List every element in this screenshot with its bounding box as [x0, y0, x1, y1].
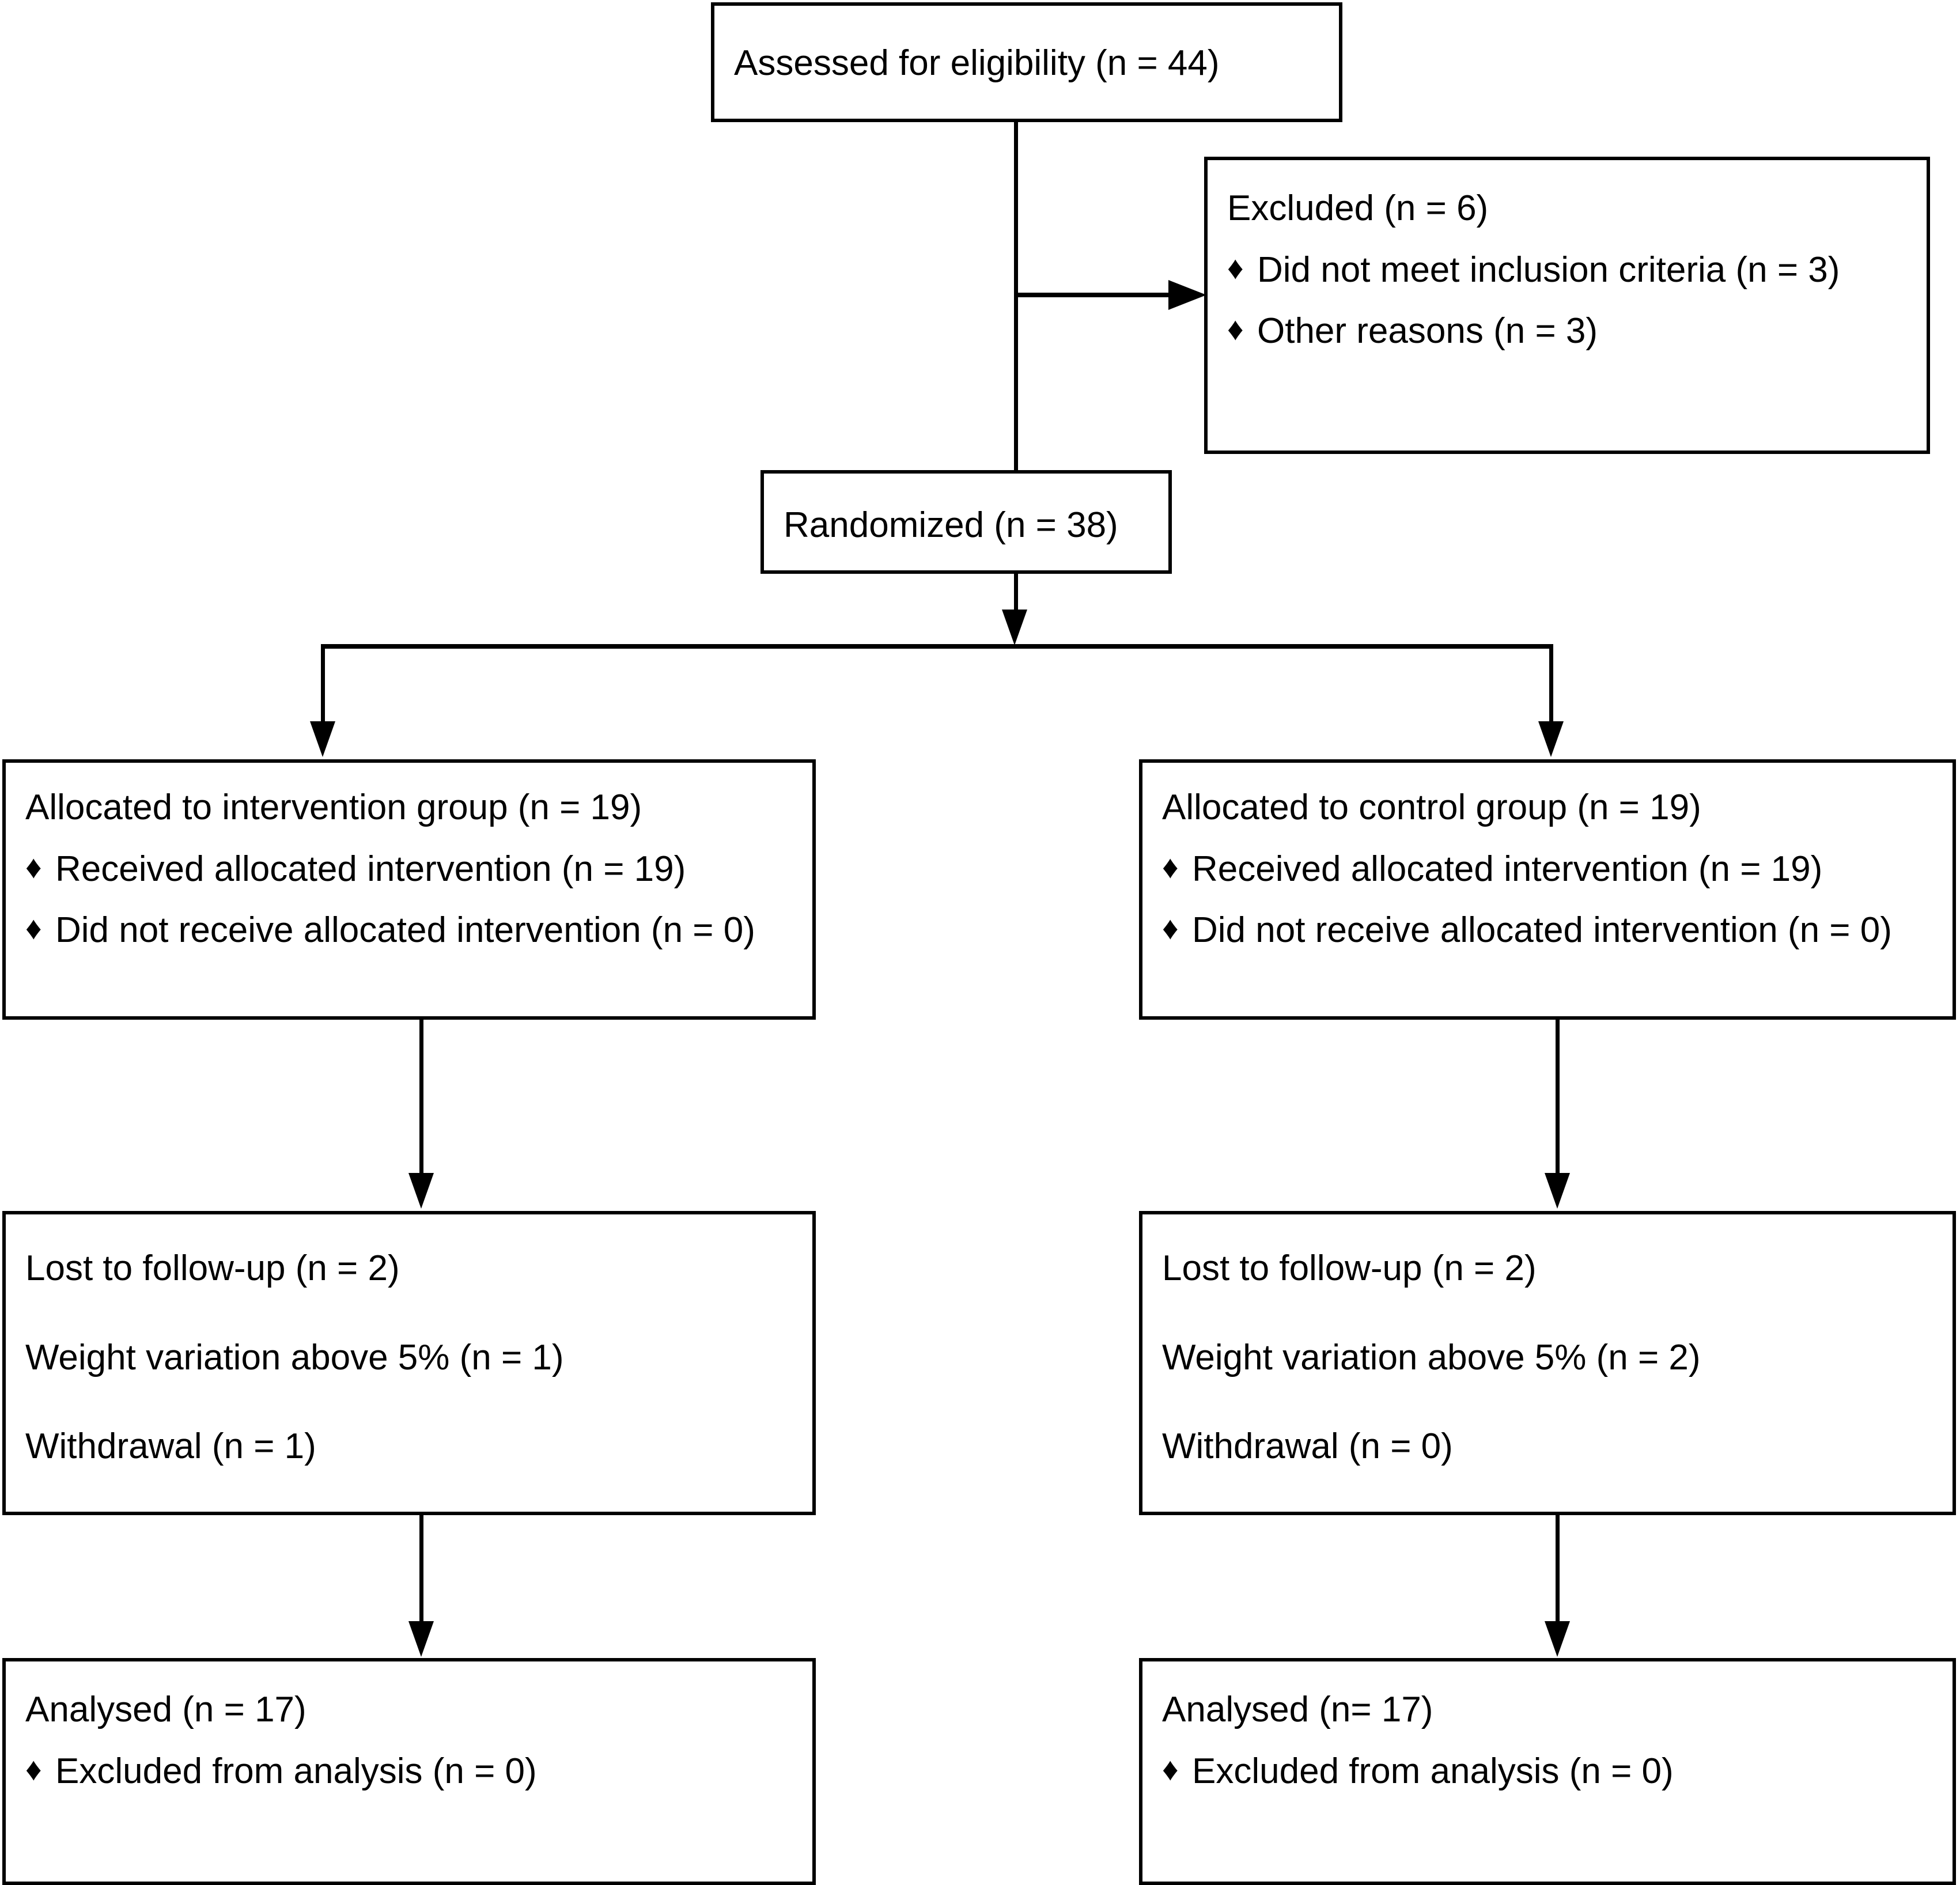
box-randomized: Randomized (n = 38)	[760, 470, 1172, 574]
connector-randomized-to-split	[1014, 574, 1018, 614]
bullet-diamond-icon: ♦	[25, 910, 42, 947]
connector-split-to-control	[1549, 644, 1553, 725]
followup-control-line: Lost to follow-up (n = 2)	[1162, 1248, 1537, 1288]
arrow-to-excluded-icon	[1168, 280, 1206, 310]
bullet-diamond-icon: ♦	[1162, 848, 1179, 885]
box-analysed-control: Analysed (n= 17) ♦ Excluded from analysi…	[1139, 1658, 1956, 1885]
analysis-control-item: ♦ Excluded from analysis (n = 0)	[1162, 1748, 1933, 1795]
assessed-label: Assessed for eligibility (n = 44)	[734, 43, 1220, 83]
bullet-diamond-icon: ♦	[25, 848, 42, 885]
followup-intervention-line: Withdrawal (n = 1)	[25, 1426, 316, 1467]
allocation-intervention-heading: Allocated to intervention group (n = 19)	[25, 788, 642, 827]
allocation-intervention-item-label: Did not receive allocated intervention (…	[55, 910, 755, 951]
bullet-diamond-icon: ♦	[1227, 249, 1244, 286]
allocation-intervention-item-label: Received allocated intervention (n = 19)	[55, 849, 686, 889]
followup-control-line: Withdrawal (n = 0)	[1162, 1426, 1453, 1467]
arrow-intervention-analysis-icon	[408, 1621, 434, 1657]
allocation-control-item: ♦ Did not receive allocated intervention…	[1162, 907, 1933, 954]
analysis-intervention-item: ♦ Excluded from analysis (n = 0)	[25, 1748, 793, 1795]
box-assessed-for-eligibility: Assessed for eligibility (n = 44)	[711, 2, 1342, 122]
box-followup-control: Lost to follow-up (n = 2) Weight variati…	[1139, 1211, 1956, 1515]
connector-control-followup-to-analysis	[1556, 1515, 1560, 1625]
box-followup-intervention: Lost to follow-up (n = 2) Weight variati…	[2, 1211, 816, 1515]
arrow-control-analysis-icon	[1545, 1621, 1570, 1657]
followup-intervention-line: Lost to follow-up (n = 2)	[25, 1248, 400, 1288]
connector-split-to-intervention	[321, 644, 325, 725]
allocation-intervention-item: ♦ Received allocated intervention (n = 1…	[25, 846, 793, 893]
randomized-label: Randomized (n = 38)	[784, 505, 1118, 545]
excluded-item: ♦ Did not meet inclusion criteria (n = 3…	[1227, 247, 1907, 294]
allocation-control-heading: Allocated to control group (n = 19)	[1162, 788, 1701, 827]
connector-stem-to-excluded	[1014, 293, 1171, 297]
analysis-control-heading: Analysed (n= 17)	[1162, 1690, 1433, 1729]
analysis-intervention-heading: Analysed (n = 17)	[25, 1690, 307, 1729]
connector-intervention-allocation-to-followup	[419, 1020, 423, 1176]
arrow-to-control-icon	[1538, 721, 1564, 757]
excluded-heading: Excluded (n = 6)	[1227, 188, 1489, 228]
connector-intervention-followup-to-analysis	[419, 1515, 423, 1625]
arrow-randomized-split-icon	[1002, 610, 1027, 645]
excluded-item-label: Other reasons (n = 3)	[1257, 311, 1598, 351]
allocation-intervention-item: ♦ Did not receive allocated intervention…	[25, 907, 793, 954]
connector-control-allocation-to-followup	[1556, 1020, 1560, 1176]
bullet-diamond-icon: ♦	[1227, 311, 1244, 347]
analysis-intervention-item-label: Excluded from analysis (n = 0)	[55, 1751, 537, 1791]
arrow-control-followup-icon	[1545, 1173, 1570, 1209]
excluded-item: ♦ Other reasons (n = 3)	[1227, 308, 1907, 355]
bullet-diamond-icon: ♦	[1162, 910, 1179, 947]
bullet-diamond-icon: ♦	[1162, 1750, 1179, 1787]
allocation-control-item-label: Received allocated intervention (n = 19)	[1192, 849, 1823, 889]
excluded-item-label: Did not meet inclusion criteria (n = 3)	[1257, 249, 1840, 290]
followup-control-line: Weight variation above 5% (n = 2)	[1162, 1337, 1701, 1377]
box-analysed-intervention: Analysed (n = 17) ♦ Excluded from analys…	[2, 1658, 816, 1885]
connector-split-bar	[323, 644, 1553, 649]
analysis-control-item-label: Excluded from analysis (n = 0)	[1192, 1751, 1674, 1791]
box-allocated-intervention: Allocated to intervention group (n = 19)…	[2, 759, 816, 1020]
box-excluded: Excluded (n = 6) ♦ Did not meet inclusio…	[1204, 157, 1930, 454]
arrow-to-intervention-icon	[310, 721, 335, 757]
bullet-diamond-icon: ♦	[25, 1750, 42, 1787]
allocation-control-item-label: Did not receive allocated intervention (…	[1192, 910, 1892, 951]
allocation-control-item: ♦ Received allocated intervention (n = 1…	[1162, 846, 1933, 893]
box-allocated-control: Allocated to control group (n = 19) ♦ Re…	[1139, 759, 1956, 1020]
followup-intervention-line: Weight variation above 5% (n = 1)	[25, 1337, 564, 1377]
arrow-intervention-followup-icon	[408, 1173, 434, 1209]
